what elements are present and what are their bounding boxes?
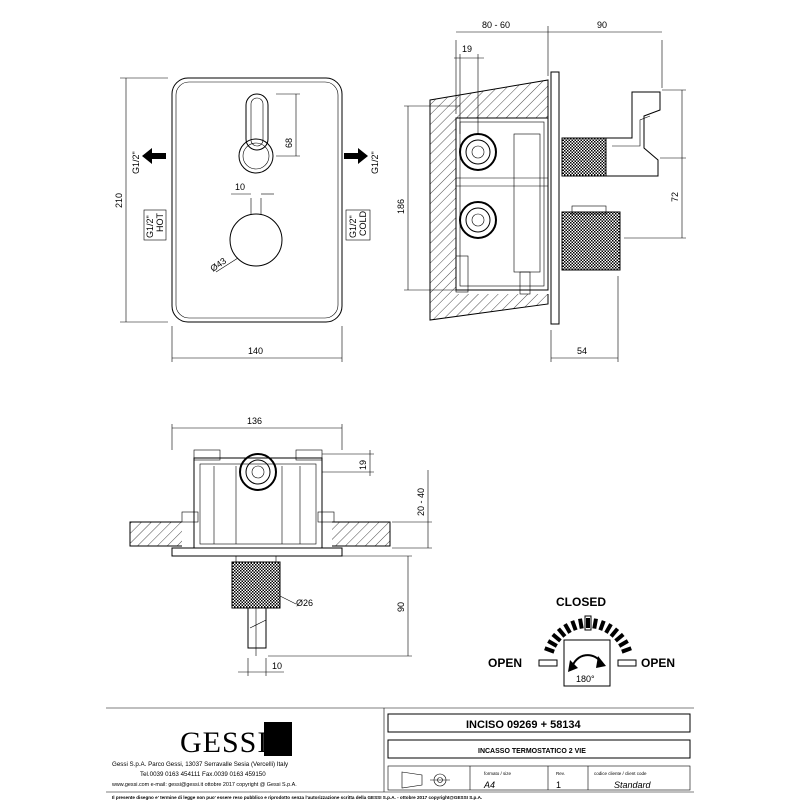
top-view: 136 19 20 - 40 90 Ø26 10 xyxy=(129,416,432,676)
dim-top-wall: 20 - 40 xyxy=(416,488,426,516)
dim-handle-projection: 90 xyxy=(597,20,607,30)
rotation-arc-tick xyxy=(621,646,632,654)
rotation-arc-tick xyxy=(614,632,625,643)
rotation-arc-tick xyxy=(604,623,613,634)
top-cover-plate xyxy=(171,547,343,557)
rotation-arc-tick xyxy=(618,639,629,648)
client-code-value: Standard xyxy=(614,780,652,790)
outlet-left-size: G1/2" xyxy=(131,151,141,174)
rotation-arc-tick xyxy=(598,620,606,631)
title-block: GESSI Gessi S.p.A. Parco Gessi, 13037 Se… xyxy=(106,707,694,800)
side-lever-handle xyxy=(605,91,661,177)
side-view: 80 - 60 90 19 186 72 54 xyxy=(396,20,686,362)
side-cover-plate xyxy=(550,71,560,325)
dim-knob-offset: 10 xyxy=(235,182,245,192)
client-code-header: codice cliente / client code xyxy=(594,771,647,776)
rotation-arc-tick xyxy=(544,646,555,654)
rotation-arc xyxy=(544,618,632,654)
dim-front-height: 210 xyxy=(114,193,124,208)
dim-front-width: 140 xyxy=(248,346,263,356)
diverter-lever xyxy=(245,93,269,151)
dim-top-knob-diameter: Ø26 xyxy=(296,598,313,608)
top-spindle xyxy=(247,607,267,649)
footer-notice: Il presente disegno e' termine di legge … xyxy=(112,795,482,800)
dim-top-width: 136 xyxy=(247,416,262,426)
company-line-3: www.gessi.com e-mail: gessi@gessi.it ott… xyxy=(111,782,297,788)
product-code: INCISO 09269 + 58134 xyxy=(466,719,582,731)
side-thermostatic-knob xyxy=(561,211,621,271)
rotation-angle-label: 180° xyxy=(576,674,595,684)
rotation-arc-tick xyxy=(609,627,620,638)
outlet-right-size: G1/2" xyxy=(370,151,380,174)
side-lower-port xyxy=(459,201,497,239)
top-port xyxy=(239,453,277,491)
gessi-logo: GESSI xyxy=(180,726,268,759)
rotation-box xyxy=(563,639,611,687)
dim-body-height: 186 xyxy=(396,199,406,214)
format-header: formato / size xyxy=(484,771,512,776)
inlet-hot-size: G1/2" xyxy=(145,215,155,238)
dim-knob-diameter: Ø43 xyxy=(208,256,228,274)
gessi-logo-mark xyxy=(264,722,292,756)
dim-side-outlet-offset: 19 xyxy=(462,44,472,54)
format-value: A4 xyxy=(483,780,495,790)
rotation-arc-tick xyxy=(578,618,584,629)
open-right-label: OPEN xyxy=(641,656,675,670)
company-line-1: Gessi S.p.A. Parco Gessi, 13037 Serraval… xyxy=(112,761,289,768)
rotation-diagram: CLOSED OPEN OPEN 180° xyxy=(488,595,675,687)
diverter-rosette xyxy=(238,138,274,174)
rotation-arc-tick xyxy=(570,620,578,631)
rotation-arc-tick xyxy=(556,627,567,638)
diverter-rosette-inner xyxy=(242,142,270,170)
top-thermostatic-knob xyxy=(231,561,281,609)
dim-handle-spacing: 72 xyxy=(670,192,680,202)
dim-top-spindle: 10 xyxy=(272,661,282,671)
front-view: 10 Ø43 68 210 140 G1/2" G1/2" G1/2" HOT … xyxy=(114,77,380,362)
dim-plate-projection: 54 xyxy=(577,346,587,356)
rev-header: Rev. xyxy=(556,771,565,776)
side-knurled-collar xyxy=(561,137,607,177)
cover-plate xyxy=(171,77,343,323)
inlet-hot-label: HOT xyxy=(155,213,165,233)
dim-top-outlet-offset: 19 xyxy=(358,460,368,470)
rotation-arc-tick xyxy=(551,632,562,643)
dim-body-depth: 80 - 60 xyxy=(482,20,510,30)
closed-label: CLOSED xyxy=(556,595,606,609)
outlet-right-arrow-icon xyxy=(344,148,368,164)
inlet-cold-size: G1/2" xyxy=(348,215,358,238)
rotation-arc-tick xyxy=(563,623,572,634)
valve-body xyxy=(455,117,549,291)
inlet-cold-label: COLD xyxy=(358,210,368,236)
rotation-arc-tick xyxy=(592,618,598,629)
dim-top-projection: 90 xyxy=(396,602,406,612)
diverter-lever-inner xyxy=(250,97,264,147)
company-line-2: Tel.0039 0163 454111 Fax.0039 0163 45915… xyxy=(140,771,266,778)
rotation-arc-tick xyxy=(547,639,558,648)
outlet-left-arrow-icon xyxy=(142,148,166,164)
rev-value: 1 xyxy=(556,780,561,790)
open-left-label: OPEN xyxy=(488,656,522,670)
dim-lever: 68 xyxy=(284,138,294,148)
projection-symbol-icon xyxy=(401,771,423,789)
product-description: INCASSO TERMOSTATICO 2 VIE xyxy=(478,748,586,755)
thermostatic-knob xyxy=(229,213,283,267)
cover-plate-inner xyxy=(175,81,339,319)
